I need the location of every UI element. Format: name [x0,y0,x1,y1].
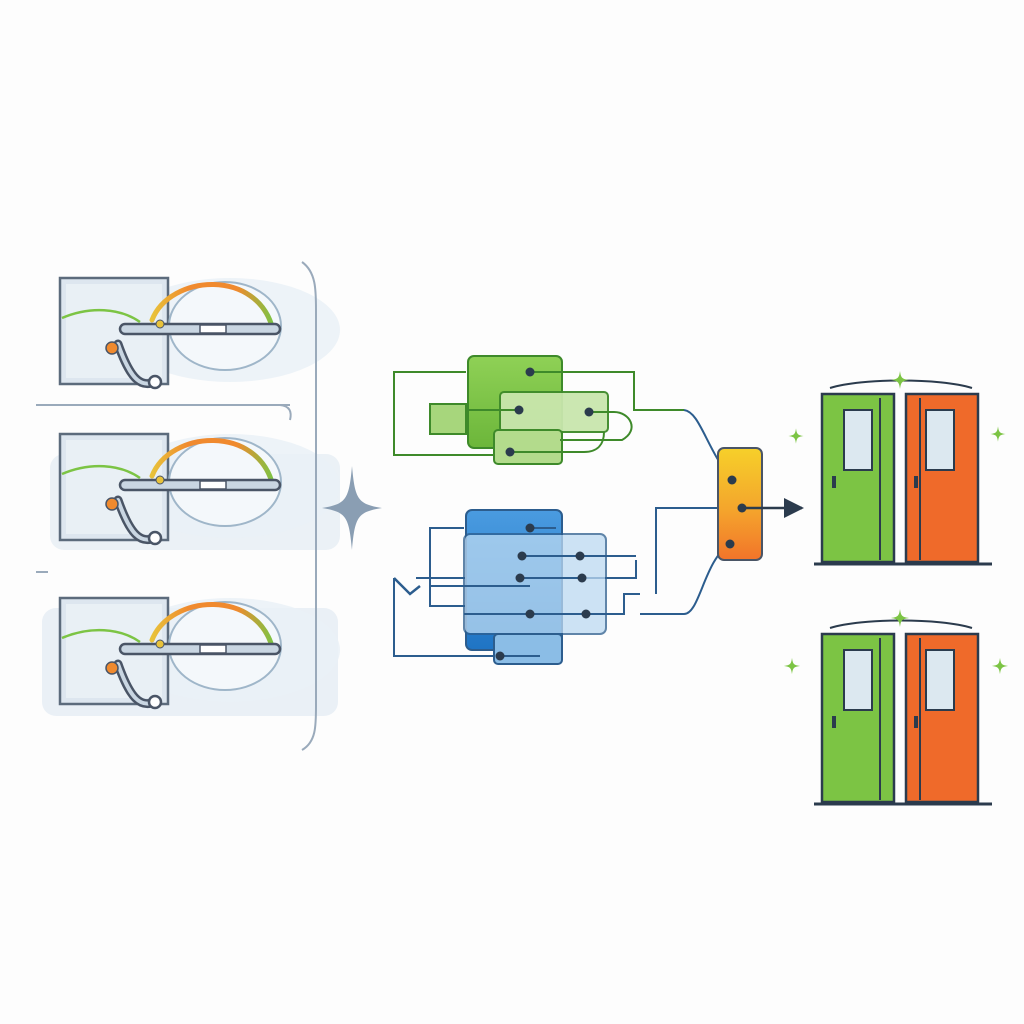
column-bracket [301,261,317,751]
door-pair-bottom [812,619,994,806]
stacked-blue-cards-icon [393,509,640,665]
double-door-icon [812,619,994,806]
sparkle-icon [991,657,1009,675]
double-door-icon [812,379,994,566]
door-pair-top [812,379,994,566]
sparkle-icon [891,609,909,627]
mechanism-panel-3 [42,598,340,716]
panel-divider-curve-1 [279,404,292,421]
sparkle-icon [891,371,909,389]
lever-gauge-mechanism-icon [60,278,340,388]
stacked-green-cards-icon [393,355,684,465]
mechanism-panel-1 [60,278,340,388]
sparkle-icon [788,428,804,444]
four-point-star-icon [322,466,382,550]
mechanism-panel-2 [50,434,340,550]
sparkle-icon [990,426,1006,442]
sparkle-icon [783,657,801,675]
gradient-merge-node-icon [717,447,763,561]
